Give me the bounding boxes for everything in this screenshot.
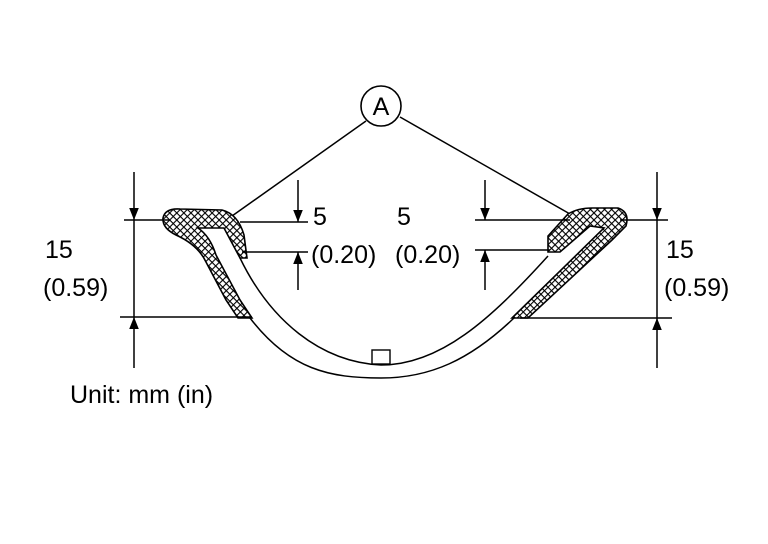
left-height-mm: 15 [45, 236, 73, 264]
leader-line-right [399, 116, 571, 215]
dimension-left-height: 15 (0.59) [43, 172, 252, 368]
seal-left [162, 208, 254, 319]
dimension-right-lip: 5 (0.20) [395, 180, 570, 290]
unit-note: Unit: mm (in) [70, 381, 213, 409]
right-lip-in: (0.20) [395, 241, 460, 269]
callout-circle [360, 85, 402, 127]
right-height-in: (0.59) [664, 274, 729, 302]
right-lip-mm: 5 [397, 203, 411, 231]
channel-inner-edge [239, 255, 549, 366]
seal-right [510, 207, 628, 319]
dimension-right-height: 15 (0.59) [520, 172, 729, 368]
gasket-channel [239, 255, 549, 379]
left-height-in: (0.59) [43, 274, 108, 302]
leader-line-left [231, 120, 367, 217]
callout-label: A [373, 93, 390, 121]
channel-outer-edge [249, 317, 515, 379]
left-lip-in: (0.20) [311, 241, 376, 269]
center-tab [371, 349, 391, 365]
left-lip-mm: 5 [313, 203, 327, 231]
dimension-left-lip: 5 (0.20) [240, 180, 376, 290]
right-height-mm: 15 [666, 236, 694, 264]
callout-a: A [231, 85, 571, 217]
